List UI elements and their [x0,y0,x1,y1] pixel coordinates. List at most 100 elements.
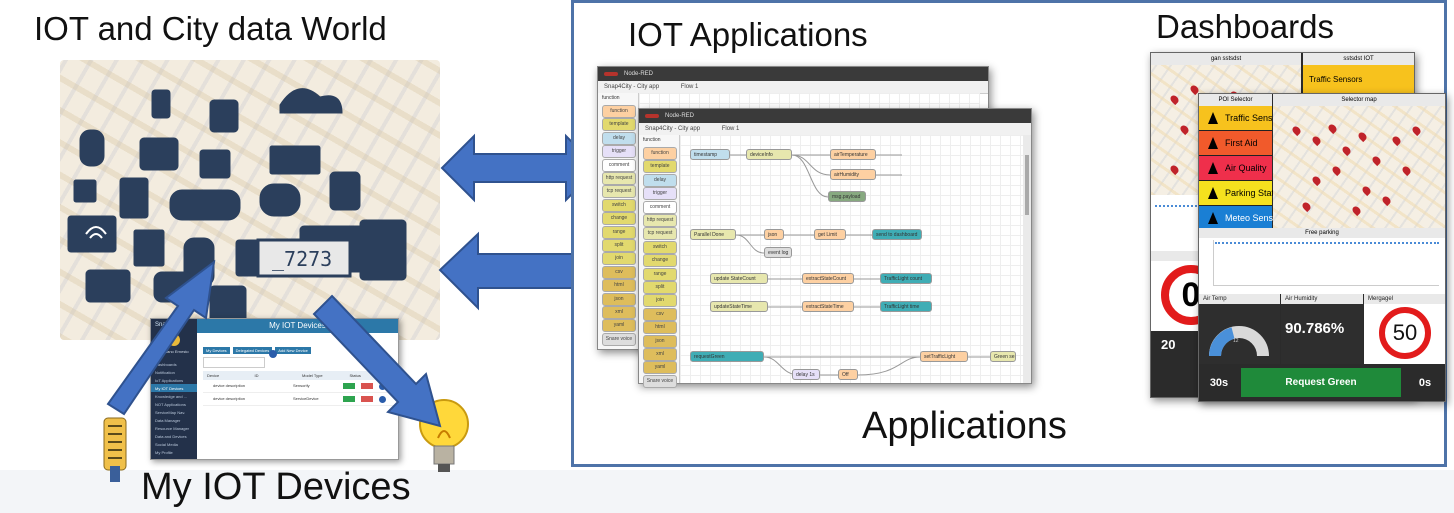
palette-node[interactable]: html [643,321,677,335]
flow-node[interactable]: event log [764,247,792,258]
device-menu-item[interactable]: Social Media [155,441,178,447]
device-menu-item[interactable]: Dashboards [155,361,177,367]
palette-node[interactable]: switch [602,198,636,212]
palette-node[interactable]: delay [643,173,677,187]
palette-node[interactable]: range [643,267,677,281]
flow-node[interactable]: airTemperature [830,149,876,160]
palette-node[interactable]: range [602,225,636,239]
flow-node[interactable]: json [764,229,784,240]
palette-node[interactable]: http request [602,172,636,185]
palette-node[interactable]: Snare voice [643,374,677,388]
delete-button[interactable] [361,396,373,402]
flow-node[interactable]: Off [838,369,858,380]
delete-button[interactable] [361,383,373,389]
flow-node[interactable]: send to dashboard [872,229,922,240]
flow-node[interactable]: requestGreen [690,351,764,362]
poi-item[interactable]: First Aid [1199,131,1272,156]
poi-item[interactable]: Air Quality [1199,156,1272,181]
palette-node[interactable]: template [602,118,636,132]
request-green-button[interactable]: Request Green [1241,368,1401,397]
palette-node[interactable]: json [602,292,636,306]
canvas-scrollbar[interactable] [1023,135,1031,383]
palette-node[interactable]: xml [602,306,636,319]
palette-category[interactable]: function [602,95,620,101]
device-menu-item[interactable]: My Profile [155,449,173,455]
device-menu-item[interactable]: Data and Devices [155,433,187,439]
palette-node[interactable]: split [602,239,636,252]
device-menu-item[interactable]: NOT Applications [155,401,186,407]
flow-node[interactable]: Green send [990,351,1016,362]
poi-item[interactable]: Parking Status [1199,181,1284,206]
poi-item[interactable]: Meteo Sensor [1199,206,1281,231]
device-tab-button[interactable]: Add New Device [275,347,311,354]
flow-node[interactable]: extractStateCount [802,273,854,284]
palette-node[interactable]: tcp request [643,227,677,241]
palette-node[interactable]: csv [602,265,636,279]
palette-node[interactable]: split [643,281,677,294]
map-pin-icon [1360,184,1373,197]
globe-icon[interactable] [379,395,386,403]
flow-node[interactable]: TrafficLight count [880,273,932,284]
device-menu-item[interactable]: IoT Applications [155,377,184,383]
palette-node[interactable]: function [602,105,636,118]
palette-node[interactable]: http request [643,214,677,227]
monitor-icon [199,149,231,179]
map-pin-icon [1300,200,1313,213]
palette-node[interactable]: yaml [602,319,636,333]
flow-node[interactable]: Parallel Done [690,229,736,240]
palette-node[interactable]: tcp request [602,185,636,199]
device-menu-item[interactable]: Resource Manager [155,425,190,431]
palette-node[interactable]: function [643,147,677,160]
device-tab-button[interactable]: Delegated Devices [232,347,273,354]
tab-city-app[interactable]: Snap4City - City app [645,126,701,132]
flow-node[interactable]: delay 1s [792,369,820,380]
palette-node[interactable]: join [643,294,677,308]
palette-node[interactable]: trigger [602,145,636,159]
flow-node[interactable]: get Limit [814,229,846,240]
device-menu-item[interactable]: Notification [155,369,175,375]
tab-city-app[interactable]: Snap4City - City app [604,84,660,90]
tab-flow-1[interactable]: Flow 1 [721,126,740,132]
palette-node[interactable]: join [602,252,636,266]
flow-node[interactable]: deviceInfo [746,149,792,160]
flow-node[interactable]: msg.payload [828,191,866,202]
palette-node[interactable]: xml [643,348,677,361]
device-search-input[interactable] [203,357,265,368]
flow-node[interactable]: timestamp [690,149,730,160]
edit-button[interactable] [343,396,355,402]
palette-node[interactable]: Snare voice [602,332,636,346]
back-traffic-toggle[interactable]: Traffic Sensors [1303,65,1414,95]
device-menu-item[interactable]: Data Manager [155,417,181,423]
flow-node[interactable]: update StateCount [710,273,768,284]
palette-category[interactable]: function [643,137,661,143]
palette-node[interactable]: change [643,254,677,268]
palette-node[interactable]: change [602,212,636,226]
flow-node[interactable]: airHumidity [830,169,876,180]
flow-node[interactable]: updateStateTime [710,301,768,312]
palette-node[interactable]: delay [602,131,636,145]
palette-node[interactable]: template [643,160,677,174]
tab-flow-1[interactable]: Flow 1 [680,84,699,90]
flow-node[interactable]: extractStateTime [802,301,854,312]
poi-item[interactable]: Traffic Sensors [1199,106,1285,131]
device-tab-button[interactable]: My Devices [203,347,230,354]
device-menu-item[interactable]: Knowledge and ... [155,393,188,399]
device-menu-item[interactable]: My IOT Devices [151,384,197,392]
palette-node[interactable]: csv [643,307,677,321]
palette-node[interactable]: trigger [643,187,677,201]
palette-node[interactable]: html [602,279,636,293]
palette-node[interactable]: yaml [643,361,677,375]
palette-node[interactable]: switch [643,240,677,254]
flow-node[interactable]: setTrafficLight [920,351,968,362]
device-menu-item[interactable]: Data Management [155,457,188,460]
edit-button[interactable] [343,383,355,389]
palette-node[interactable]: comment [602,158,636,172]
palette-node[interactable]: json [643,334,677,348]
palette-node[interactable]: comment [643,200,677,214]
map-pin-icon [1310,134,1323,147]
selector-map-title: Selector map [1273,94,1445,106]
device-menu-item[interactable]: ServiceMap Nav. [155,409,186,415]
poi-item-label: Meteo Sensor [1225,213,1282,223]
flow-node[interactable]: TrafficLight time [880,301,932,312]
